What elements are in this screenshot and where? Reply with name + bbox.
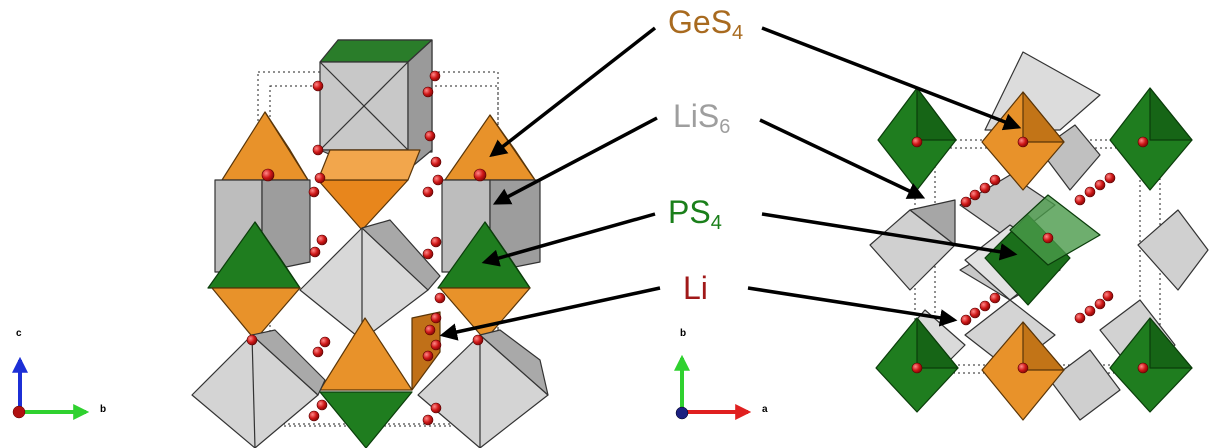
ges4-label-base: GeS bbox=[668, 4, 733, 40]
lis6-label: LiS6 bbox=[673, 100, 730, 143]
ps4-label-base: PS bbox=[668, 194, 711, 230]
axis-label-b: b bbox=[100, 404, 107, 415]
lis6-label-sub: 6 bbox=[719, 116, 731, 138]
ges4-label: GeS4 bbox=[668, 6, 743, 49]
right-structure bbox=[869, 51, 1209, 421]
arrow-ges4-left bbox=[489, 26, 657, 158]
pointer-arrows bbox=[439, 26, 1022, 341]
arrow-ps4-left bbox=[481, 212, 656, 267]
lis6-label-base: LiS bbox=[673, 98, 720, 134]
axes-right bbox=[674, 354, 752, 420]
axis-label-b-right: b bbox=[680, 328, 687, 339]
arrow-ps4-right bbox=[761, 212, 1018, 261]
axis-a-origin bbox=[12, 405, 26, 419]
left-structure bbox=[191, 39, 549, 448]
li-atoms-right bbox=[911, 136, 1149, 374]
ps4-bottom bbox=[319, 391, 413, 448]
arrow-lis6-left bbox=[492, 116, 658, 205]
ges4-label-sub: 4 bbox=[732, 22, 744, 44]
axis-c-origin bbox=[675, 406, 689, 420]
arrow-li-right bbox=[747, 286, 958, 327]
lis6-bottom bbox=[191, 329, 549, 448]
arrow-li-left bbox=[439, 286, 661, 341]
li-atoms-left bbox=[246, 70, 487, 426]
ps4-label-sub: 4 bbox=[710, 212, 722, 234]
arrow-ges4-right bbox=[761, 26, 1022, 131]
ps4-label: PS4 bbox=[668, 196, 722, 239]
axes-left bbox=[12, 356, 90, 420]
axis-label-c: c bbox=[16, 328, 22, 339]
arrow-lis6-right bbox=[759, 118, 926, 199]
li-label-text: Li bbox=[683, 270, 708, 306]
li-label: Li bbox=[683, 272, 708, 304]
axis-label-a: a bbox=[762, 404, 768, 415]
